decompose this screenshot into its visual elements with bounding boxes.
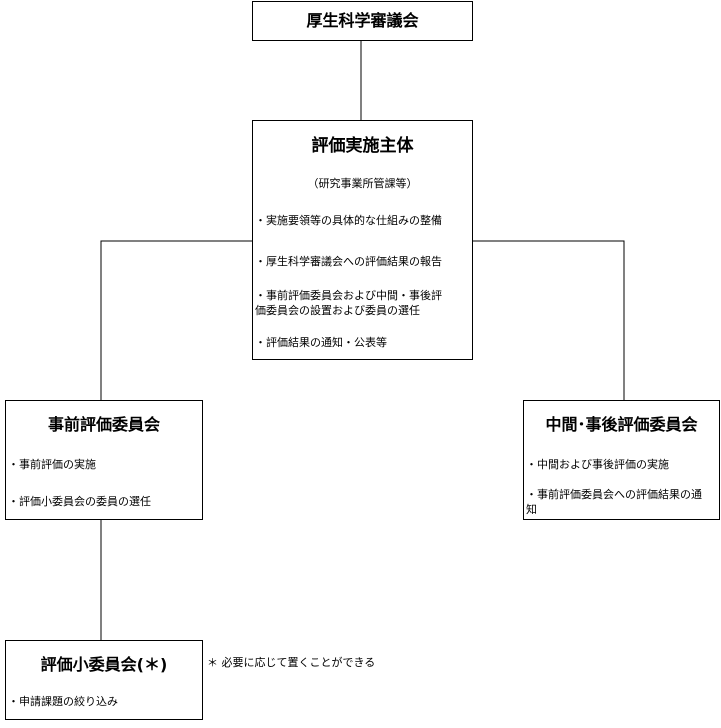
subcommittee-footnote: ＊ 必要に応じて置くことができる <box>207 656 376 669</box>
council-title: 厚生科学審議会 <box>306 11 419 30</box>
post-committee-title: 中間･事後評価委員会 <box>545 415 698 434</box>
subcommittee-item-1: 申請課題の絞り込み <box>8 694 118 709</box>
pre-committee-title: 事前評価委員会 <box>47 415 160 434</box>
line-main-to-post-committee <box>473 240 625 400</box>
main-body-subtitle: （研究事業所管課等） <box>307 177 418 190</box>
line-main-to-pre-committee <box>100 240 252 400</box>
subcommittee-title: 評価小委員会(＊) <box>40 655 168 674</box>
main-body-item-4: 評価結果の通知・公表等 <box>255 335 387 350</box>
main-body-item-2: 厚生科学審議会への評価結果の報告 <box>255 254 442 269</box>
main-body-title: 評価実施主体 <box>311 136 414 156</box>
post-committee-item-2: 事前評価委員会への評価結果の通知 <box>526 487 711 517</box>
post-committee-item-1: 中間および事後評価の実施 <box>526 457 669 472</box>
main-body-box: 評価実施主体 （研究事業所管課等） 実施要領等の具体的な仕組みの整備 厚生科学審… <box>252 120 473 360</box>
subcommittee-box: 評価小委員会(＊) 申請課題の絞り込み <box>5 640 203 720</box>
pre-committee-box: 事前評価委員会 事前評価の実施 評価小委員会の委員の選任 <box>5 400 203 520</box>
pre-committee-item-2: 評価小委員会の委員の選任 <box>8 494 151 509</box>
post-committee-box: 中間･事後評価委員会 中間および事後評価の実施 事前評価委員会への評価結果の通知 <box>523 400 720 520</box>
main-body-item-3: 事前評価委員会および中間・事後評価委員会の設置および委員の選任 <box>255 288 445 318</box>
main-body-item-1: 実施要領等の具体的な仕組みの整備 <box>255 213 442 228</box>
council-box: 厚生科学審議会 <box>252 1 473 41</box>
pre-committee-item-1: 事前評価の実施 <box>8 457 96 472</box>
